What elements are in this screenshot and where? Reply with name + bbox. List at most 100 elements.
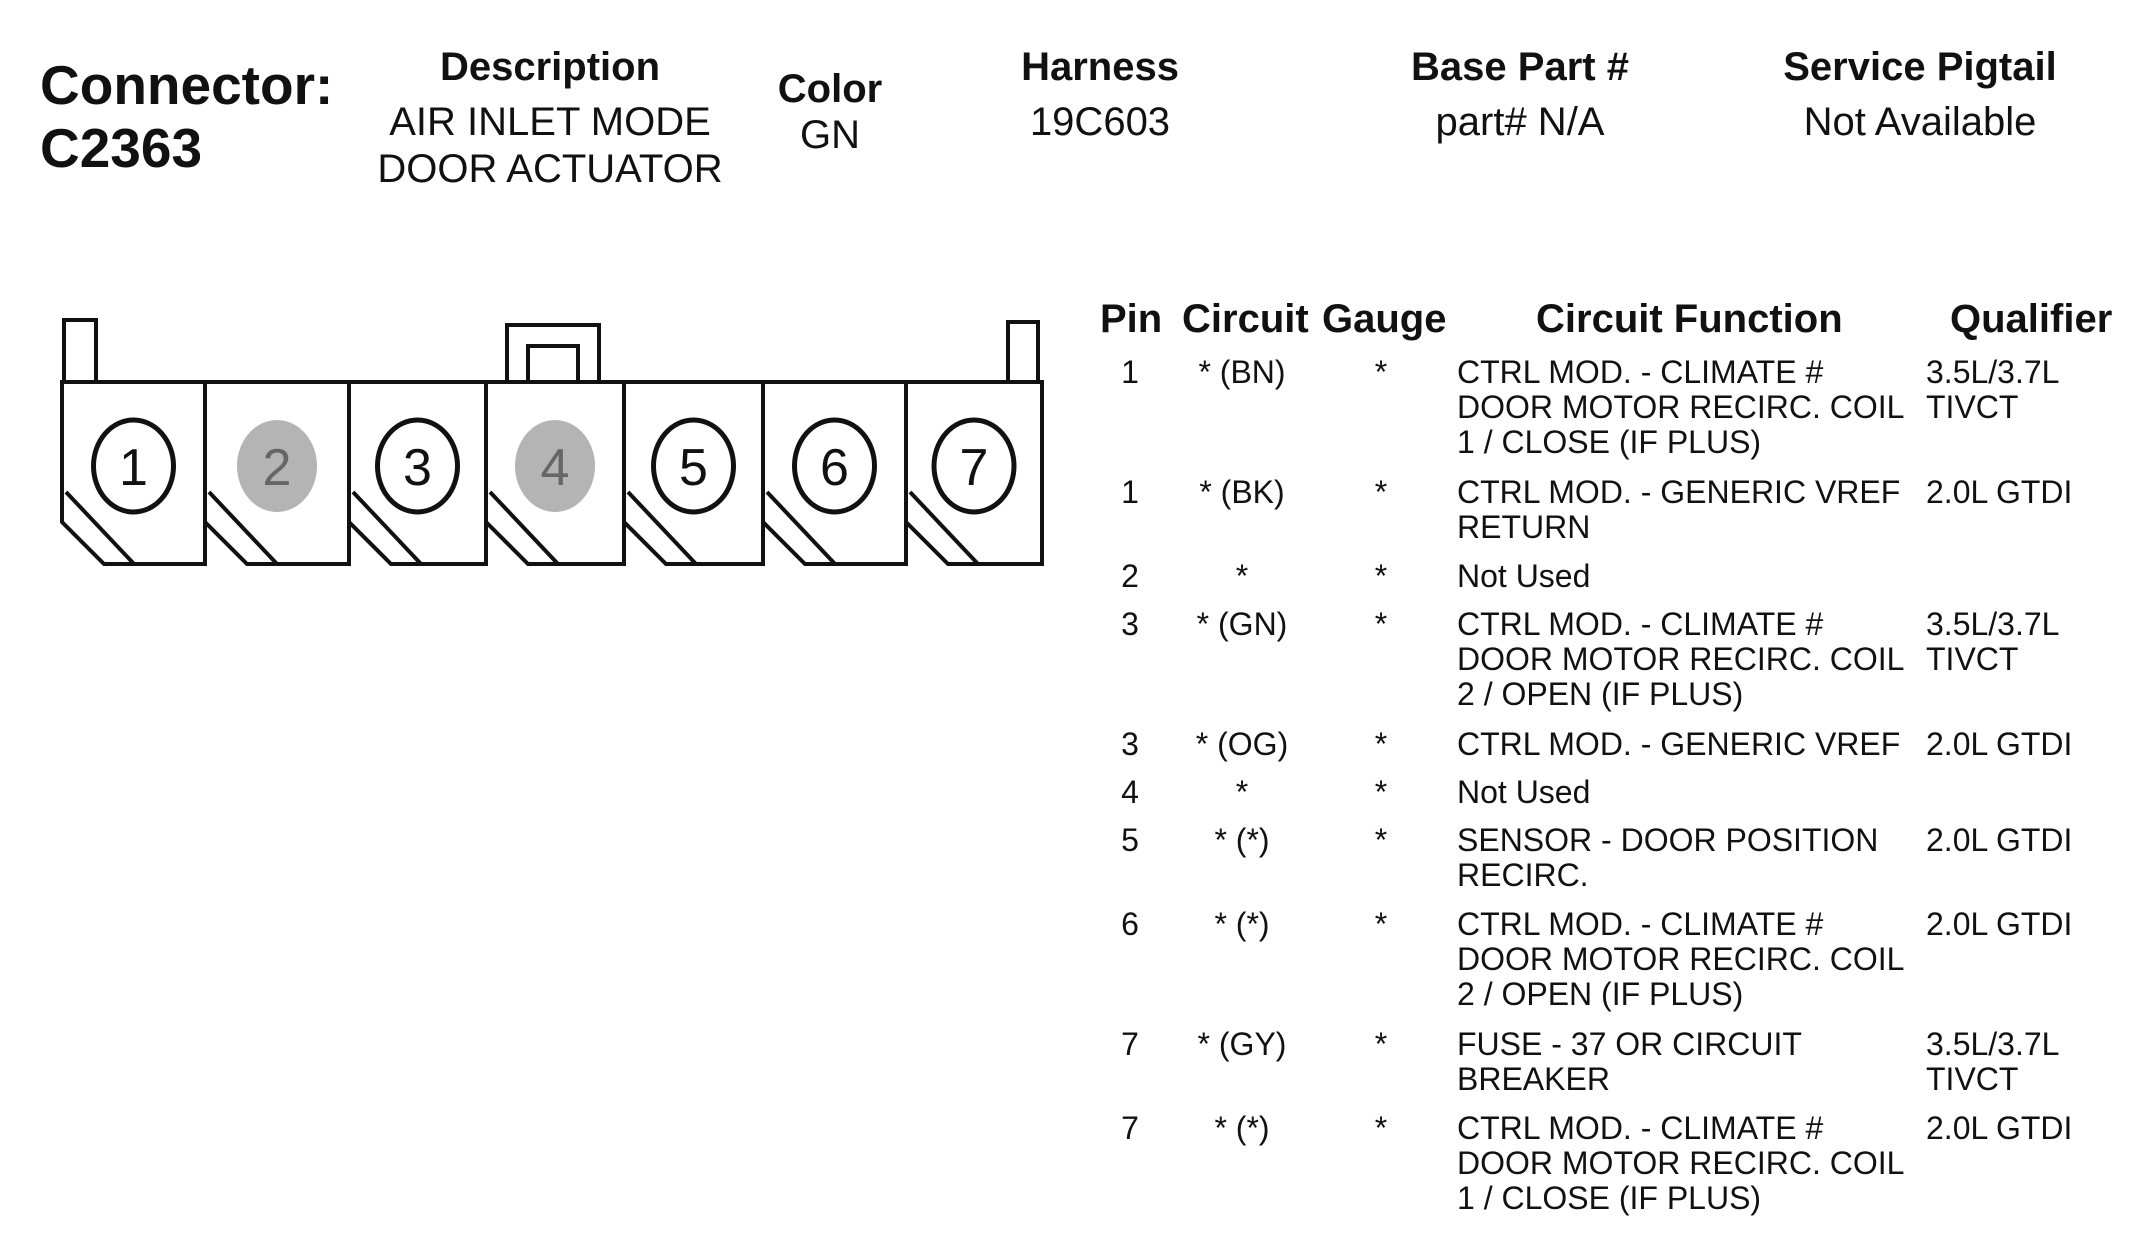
row-pin: 1 [1121, 354, 1139, 390]
cavity-outline [484, 380, 626, 566]
cavity-outline [761, 380, 908, 566]
pin-number-label: 7 [960, 439, 989, 497]
cavity-key-line [64, 490, 136, 566]
pin-number-label: 3 [403, 439, 432, 497]
row-circuit: * [1235, 558, 1249, 594]
cavity-key-line [908, 490, 980, 566]
function-line: 1 / CLOSE (IF PLUS) [1457, 1180, 1762, 1216]
row-circuit: * (*) [1214, 1110, 1270, 1146]
row-pin: 7 [1121, 1026, 1139, 1062]
row-circuit: * (*) [1214, 906, 1270, 942]
service-pigtail-block: Service Pigtail Not Available [1760, 44, 2080, 146]
row-gauge: * [1374, 774, 1388, 810]
row-pin: 7 [1121, 1110, 1139, 1146]
function-line: BREAKER [1457, 1061, 1610, 1097]
row-gauge: * [1374, 606, 1388, 642]
description-block: Description AIR INLET MODE DOOR ACTUATOR [360, 44, 740, 193]
row-gauge: * [1374, 1110, 1388, 1146]
function-line: CTRL MOD. - CLIMATE # [1457, 354, 1824, 390]
pin-number-label: 1 [119, 439, 148, 497]
row-qualifier: 2.0L GTDI [1926, 727, 2072, 762]
function-line: 2 / OPEN (IF PLUS) [1457, 976, 1744, 1012]
qualifier-line: TIVCT [1926, 1061, 2019, 1097]
harness-block: Harness 19C603 [980, 44, 1220, 146]
row-circuit: * (BN) [1198, 354, 1286, 390]
function-line: CTRL MOD. - GENERIC VREF [1457, 474, 1901, 510]
service-pigtail-value: Not Available [1803, 100, 2037, 144]
pin-number-label: 5 [679, 439, 708, 497]
row-circuit-function: CTRL MOD. - CLIMATE #DOOR MOTOR RECIRC. … [1457, 1111, 1904, 1216]
center-latch-inner [526, 344, 580, 384]
cavity-key-line [351, 490, 423, 566]
row-gauge: * [1374, 354, 1388, 390]
function-line: 1 / CLOSE (IF PLUS) [1457, 424, 1762, 460]
cavity-outline [203, 380, 351, 566]
pin-circle [792, 417, 877, 515]
qualifier-line: 3.5L/3.7L [1926, 354, 2060, 390]
row-qualifier: 2.0L GTDI [1926, 1111, 2072, 1146]
color-value: GN [800, 113, 860, 157]
harness-value: 19C603 [1029, 100, 1171, 144]
qualifier-line: 2.0L GTDI [1926, 474, 2073, 510]
qualifier-line: 2.0L GTDI [1926, 906, 2073, 942]
pin-cavity-6: 6 [761, 380, 908, 566]
center-latch [505, 323, 601, 384]
function-line: CTRL MOD. - CLIMATE # [1457, 906, 1824, 942]
function-line: CTRL MOD. - CLIMATE # [1457, 1110, 1824, 1146]
row-circuit: * (BK) [1199, 474, 1285, 510]
column-header-gauge: Gauge [1322, 297, 1447, 341]
row-pin: 1 [1121, 474, 1139, 510]
qualifier-line: 2.0L GTDI [1926, 726, 2073, 762]
column-header-qualifier: Qualifier [1950, 297, 2113, 341]
function-line: DOOR MOTOR RECIRC. COIL [1457, 1145, 1905, 1181]
pin-circle-unused [237, 420, 317, 512]
pin-circle [375, 417, 460, 515]
color-label: Color [777, 67, 883, 111]
pin-circle [931, 417, 1017, 515]
function-line: Not Used [1457, 558, 1591, 594]
right-latch [1006, 320, 1040, 384]
cavity-outline [622, 380, 765, 566]
color-block: Color GN [760, 66, 900, 159]
row-circuit: * [1235, 774, 1249, 810]
row-gauge: * [1374, 906, 1388, 942]
connector-label: Connector: [40, 54, 334, 116]
function-line: RETURN [1457, 509, 1591, 545]
row-gauge: * [1374, 822, 1388, 858]
cavity-outline [347, 380, 488, 566]
connector-id: C2363 [40, 117, 203, 179]
description-line-1: AIR INLET MODE [389, 100, 711, 144]
cavity-outline [60, 380, 207, 566]
row-circuit-function: Not Used [1457, 559, 1590, 594]
row-qualifier: 2.0L GTDI [1926, 907, 2072, 942]
qualifier-line: TIVCT [1926, 641, 2019, 677]
cavity-key-line [765, 490, 837, 566]
pin-cavity-3: 3 [347, 380, 488, 566]
cavity-outline [904, 380, 1044, 566]
column-header-circuit-function: Circuit Function [1536, 297, 1843, 341]
qualifier-line: 2.0L GTDI [1926, 822, 2073, 858]
row-pin: 4 [1121, 774, 1139, 810]
pin-number-label: 2 [263, 439, 292, 497]
function-line: DOOR MOTOR RECIRC. COIL [1457, 389, 1905, 425]
row-pin: 6 [1121, 906, 1139, 942]
connector-title: Connector: C2363 [40, 54, 333, 180]
row-circuit-function: CTRL MOD. - GENERIC VREF [1457, 727, 1900, 762]
row-gauge: * [1374, 558, 1388, 594]
qualifier-line: 2.0L GTDI [1926, 1110, 2073, 1146]
row-gauge: * [1374, 474, 1388, 510]
qualifier-line: 3.5L/3.7L [1926, 606, 2060, 642]
column-header-pin: Pin [1100, 297, 1163, 341]
function-line: DOOR MOTOR RECIRC. COIL [1457, 641, 1905, 677]
row-circuit-function: CTRL MOD. - CLIMATE #DOOR MOTOR RECIRC. … [1457, 607, 1904, 712]
function-line: SENSOR - DOOR POSITION [1457, 822, 1879, 858]
row-pin: 5 [1121, 822, 1139, 858]
cavity-key-line [488, 490, 560, 566]
